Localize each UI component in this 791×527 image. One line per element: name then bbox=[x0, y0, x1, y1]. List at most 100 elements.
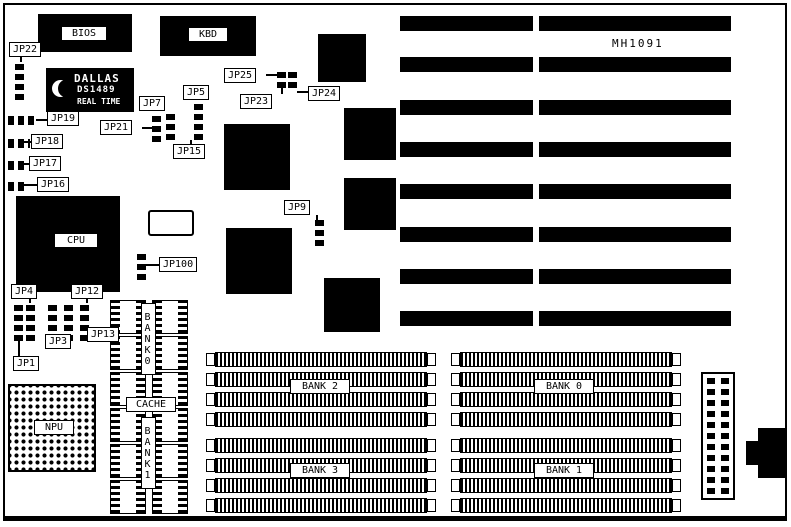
simm-pins bbox=[460, 392, 672, 407]
cache-chip-col2-5 bbox=[152, 444, 188, 478]
jp23-label: JP23 bbox=[240, 94, 273, 109]
cache-bank1-label: BANK1 bbox=[141, 417, 156, 489]
simm-clip-right bbox=[427, 373, 436, 386]
crystal-oscillator bbox=[148, 210, 194, 236]
jp19-pins bbox=[8, 116, 36, 125]
jp3-label: JP3 bbox=[45, 334, 72, 349]
jp16-label: JP16 bbox=[37, 177, 70, 192]
jp12-pins bbox=[64, 303, 73, 341]
cache-chip-col2-4 bbox=[152, 408, 188, 442]
isa-slot-6-segment-b bbox=[539, 227, 731, 242]
jp23-leader bbox=[281, 88, 283, 94]
simm-clip-right bbox=[427, 393, 436, 406]
cache-chip-col1-2 bbox=[110, 336, 146, 370]
jp1-label: JP1 bbox=[13, 356, 40, 371]
jp15-label: JP15 bbox=[173, 144, 206, 159]
simm-clip-right bbox=[672, 439, 681, 452]
power-header bbox=[701, 372, 735, 500]
jp13-label: JP13 bbox=[87, 327, 120, 342]
jp4-pins bbox=[26, 303, 35, 341]
bios-label: BIOS bbox=[61, 26, 107, 41]
simm-socket-bank2-3-row1 bbox=[206, 351, 436, 368]
simm-clip-left bbox=[451, 373, 460, 386]
power-header-pins-right bbox=[721, 378, 729, 494]
simm-clip-right bbox=[672, 479, 681, 492]
cache-chip-col1-4 bbox=[110, 408, 146, 442]
jp5-label: JP5 bbox=[183, 85, 210, 100]
jp4-label: JP4 bbox=[11, 284, 38, 299]
qfp-chip-d bbox=[226, 228, 292, 294]
jp17-leader bbox=[20, 163, 29, 165]
isa-slot-3-segment-a bbox=[400, 100, 533, 115]
board-model: MH1091 bbox=[612, 37, 664, 50]
simm-clip-left bbox=[451, 413, 460, 426]
simm-clip-left bbox=[451, 393, 460, 406]
isa-slot-8-segment-a bbox=[400, 311, 533, 326]
npu-label: NPU bbox=[34, 420, 74, 435]
cache-chip-col1-5 bbox=[110, 444, 146, 478]
jp1-leader bbox=[18, 341, 20, 356]
simm-clip-left bbox=[206, 439, 215, 452]
simm-clip-left bbox=[451, 499, 460, 512]
cache-chip-col2-1 bbox=[152, 300, 188, 334]
isa-slot-1-segment-a bbox=[400, 16, 533, 31]
simm-clip-left bbox=[206, 459, 215, 472]
simm-pins bbox=[460, 412, 672, 427]
cache-chip-col2-2 bbox=[152, 336, 188, 370]
jp9-leader bbox=[316, 215, 318, 220]
cache-chip-col1-6 bbox=[110, 480, 146, 514]
qfp-chip-a bbox=[224, 124, 290, 190]
jp21-leader bbox=[142, 127, 152, 129]
jp16-leader bbox=[20, 184, 37, 186]
jp100-label: JP100 bbox=[159, 257, 198, 272]
isa-slot-3-segment-b bbox=[539, 100, 731, 115]
simm-pins bbox=[215, 438, 427, 453]
dallas-logo-crescent-mask bbox=[58, 80, 73, 97]
kbd-label: KBD bbox=[188, 27, 228, 42]
simm-socket-bank0-1-row4 bbox=[451, 411, 681, 428]
jp16-pins bbox=[8, 182, 28, 191]
simm-pins bbox=[460, 352, 672, 367]
edge-connector-nub bbox=[746, 441, 760, 465]
jp22-label: JP22 bbox=[9, 42, 42, 57]
simm-socket-bank0-1-row5 bbox=[451, 437, 681, 454]
simm-pins bbox=[215, 498, 427, 513]
isa-slot-7-segment-a bbox=[400, 269, 533, 284]
jp9-pins bbox=[315, 220, 324, 246]
simm-clip-right bbox=[427, 499, 436, 512]
jp18-leader bbox=[22, 141, 31, 143]
simm-clip-right bbox=[427, 413, 436, 426]
simm-clip-right bbox=[672, 353, 681, 366]
isa-slot-1-segment-b bbox=[539, 16, 731, 31]
jp24-label: JP24 bbox=[308, 86, 341, 101]
qfp-chip-top bbox=[318, 34, 366, 82]
edge-connector-body bbox=[758, 428, 786, 478]
simm-clip-right bbox=[672, 499, 681, 512]
simm-pins bbox=[460, 478, 672, 493]
jp12-label: JP12 bbox=[71, 284, 104, 299]
isa-slot-7-segment-b bbox=[539, 269, 731, 284]
simm-pins bbox=[215, 352, 427, 367]
qfp-chip-e bbox=[324, 278, 380, 332]
cpu-label: CPU bbox=[54, 233, 98, 248]
simm-pins bbox=[215, 412, 427, 427]
jp22-pins bbox=[15, 62, 24, 100]
jp100-leader bbox=[146, 264, 159, 266]
jp3-pins bbox=[48, 303, 57, 341]
jp100-pins bbox=[137, 250, 146, 280]
jp25-pins bbox=[277, 68, 286, 88]
rtc-part-text: DS1489 bbox=[77, 85, 116, 95]
simm-clip-left bbox=[206, 373, 215, 386]
jp19-leader bbox=[36, 119, 47, 121]
bank0-label: BANK 0 bbox=[534, 379, 594, 394]
simm-clip-right bbox=[672, 393, 681, 406]
simm-clip-left bbox=[206, 479, 215, 492]
rtc-chip: DALLAS DS1489 REAL TIME bbox=[46, 68, 134, 112]
simm-socket-bank0-1-row8 bbox=[451, 497, 681, 514]
simm-clip-right bbox=[672, 459, 681, 472]
simm-clip-left bbox=[451, 479, 460, 492]
jp1-pins bbox=[14, 303, 23, 341]
isa-slot-6-segment-a bbox=[400, 227, 533, 242]
jp5-pins bbox=[194, 102, 203, 140]
isa-slot-8-segment-b bbox=[539, 311, 731, 326]
